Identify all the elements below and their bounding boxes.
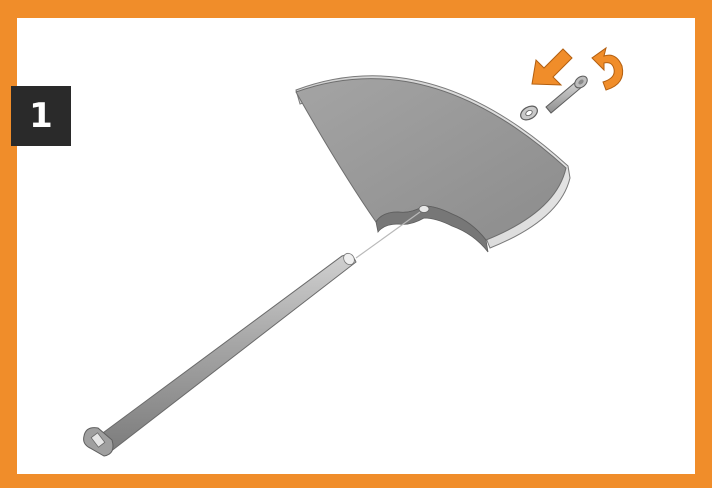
washer — [518, 103, 540, 122]
fan-shaped-base — [296, 76, 570, 252]
rotate-arrow-icon — [592, 48, 623, 90]
arrow-down-left-icon — [532, 49, 572, 85]
tube-pole — [84, 251, 357, 456]
step-number-badge: 1 — [11, 86, 71, 146]
